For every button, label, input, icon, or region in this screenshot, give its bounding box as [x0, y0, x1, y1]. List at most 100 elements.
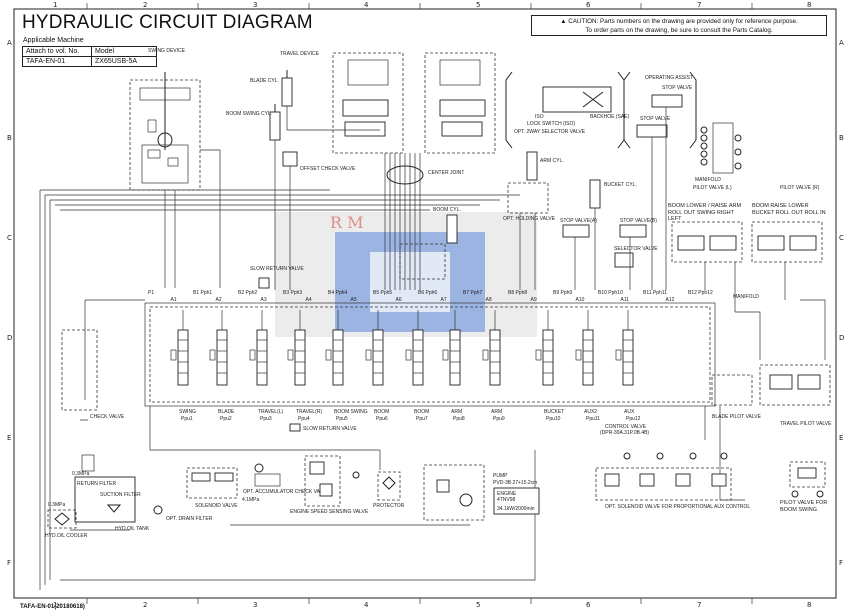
grid-row-label: A: [839, 39, 844, 47]
grid-row-label: F: [7, 559, 11, 567]
spool-label: BUCKET: [544, 409, 564, 415]
spool-body: [294, 329, 306, 386]
spool-body: [412, 329, 424, 386]
page-title: HYDRAULIC CIRCUIT DIAGRAM: [22, 12, 313, 33]
spool-label: ARM: [491, 409, 502, 415]
port-label: A5: [351, 297, 357, 303]
port-label: A10: [576, 297, 585, 303]
control-valve-bank: SWINGPpu1BLADEPpu2TRAVEL(L)Ppu3TRAVEL(R)…: [61, 290, 716, 436]
proportional-aux-solenoid-valve: OPT. SOLENOID VALVE FOR PROPORTIONAL AUX…: [595, 452, 750, 510]
spool-label: ARM: [451, 409, 462, 415]
svg-text:R M: R M: [330, 213, 364, 232]
return-filter-label: RETURN FILTER: [77, 481, 116, 487]
swing-device-label: SWING DEVICE: [148, 48, 186, 54]
selector-valve-label: SELECTOR VALVE: [614, 246, 658, 252]
stop-valve-label: STOP VALVE: [662, 85, 693, 91]
spool-port-label: Ppu11: [586, 416, 600, 422]
spool-body: [582, 329, 594, 386]
slow-return-valve-label-2: SLOW RETURN VALVE: [303, 426, 357, 432]
grid-column-label: 6: [586, 601, 591, 609]
grid-row-label: F: [839, 559, 843, 567]
port-label: A1: [171, 297, 177, 303]
spool-group: SWINGPpu1BLADEPpu2TRAVEL(L)Ppu3TRAVEL(R)…: [170, 310, 641, 422]
slow-return-valve: [258, 277, 270, 289]
engine-model: 4TNV98: [497, 497, 516, 503]
spool-body: [372, 329, 384, 386]
port-label: B10 Pph10: [598, 290, 623, 296]
pressure-0-3-label: 0.3MPa: [72, 471, 89, 477]
opt-solenoid-aux-label: OPT. SOLENOID VALVE FOR PROPORTIONAL AUX…: [605, 504, 750, 510]
suction-filter-label: SUCTION FILTER: [100, 492, 141, 498]
grid-row-label: B: [7, 134, 12, 142]
caution-line-1: CAUTION: Parts numbers on the drawing ar…: [568, 18, 798, 25]
stop-valve-label-2: STOP VALVE: [640, 116, 671, 122]
port-label: B6 Pph6: [418, 290, 437, 296]
hydraulic-oil-cooler: 0.3MPa HYD.OIL COOLER: [45, 502, 88, 539]
spool-port-label: Ppu1: [181, 416, 193, 422]
engine: ENGINE 4TNV98 34.1kW/2000min: [493, 487, 540, 515]
hyd-oil-tank-label: HYD.OIL TANK: [115, 526, 150, 532]
port-label: B3 Pph3: [283, 290, 302, 296]
applicable-machine-label: Applicable Machine: [23, 37, 84, 44]
warning-triangle-icon: ▲: [560, 18, 567, 25]
engine-spec: 34.1kW/2000min: [497, 506, 535, 512]
pump-spec: PVD-3B 27+15.2cm: [493, 480, 537, 486]
port-label: A8: [486, 297, 492, 303]
boom-swing-cylinder: BOOM SWING CYL.: [226, 104, 281, 141]
port-label: B4 Pph4: [328, 290, 347, 296]
port-label: A6: [396, 297, 402, 303]
drain-filter-label: OPT. DRAIN FILTER: [166, 516, 213, 522]
two-way-selector-label: OPT. 2WAY SELECTOR VALVE: [514, 129, 586, 135]
port-label: B8 Pph8: [508, 290, 527, 296]
spool-label: SWING: [179, 409, 196, 415]
grid-column-label: 1: [53, 601, 57, 609]
grid-column-label: 3: [253, 1, 257, 9]
port-label: A4: [306, 297, 312, 303]
pilot-valve-r-functions: BOOM RAISE LOWER BUCKET ROLL OUT ROLL IN: [752, 203, 826, 216]
spool-body: [622, 329, 634, 386]
spool-port-label: Ppu5: [336, 416, 348, 422]
blade-pilot-valve-label: BLADE PILOT VALVE: [712, 414, 762, 420]
arm-cylinder: ARM CYL. OPT. HOLDING VALVE: [503, 151, 564, 222]
spool-label: AUX: [624, 409, 635, 415]
spool-port-label: Ppu3: [260, 416, 272, 422]
spool-body: [256, 329, 268, 386]
pilot-valve-r-label: PILOT VALVE (R): [780, 185, 820, 191]
offset-check-valve-label: OFFSET CHECK VALVE: [300, 166, 356, 172]
grid-column-label: 5: [476, 601, 480, 609]
protector-label: PROTECTOR: [373, 503, 405, 509]
slow-return-valve-label: SLOW RETURN VALVE: [250, 266, 304, 272]
bucket-cyl-label: BUCKET CYL.: [604, 182, 637, 188]
spool-body: [542, 329, 554, 386]
pump-label: PUMP: [493, 473, 508, 479]
bucket-cylinder: BUCKET CYL. STOP VALVE(A) STOP VALVE(B) …: [560, 179, 658, 268]
hydraulic-oil-tank: 0.3MPa RETURN FILTER SUCTION FILTER HYD.…: [72, 454, 213, 532]
port-label: B7 Pph7: [463, 290, 482, 296]
grid-row-label: B: [839, 134, 844, 142]
boom-cyl-label: BOOM CYL.: [433, 207, 461, 213]
operating-assist: OPERATING ASSIST STOP VALVE STOP VALVE: [623, 71, 697, 149]
port-label: A11: [621, 297, 630, 303]
spool-section: TRAVEL(R)Ppu4: [287, 310, 322, 422]
solenoid-valve: SOLENOID VALVE 4.1MPa: [186, 467, 259, 509]
travel-device-label: TRAVEL DEVICE: [280, 51, 320, 57]
port-label: A2: [216, 297, 222, 303]
center-joint: CENTER JOINT: [386, 165, 464, 185]
blade-pilot-valve: BLADE PILOT VALVE MANIFOLD: [711, 294, 762, 420]
spool-body: [489, 329, 501, 386]
spool-label: BLADE: [218, 409, 235, 415]
grid-row-label: C: [839, 234, 844, 242]
grid-row-label: E: [839, 434, 843, 442]
blade-cylinder: BLADE CYL.: [250, 70, 293, 107]
spool-port-label: Ppu8: [453, 416, 465, 422]
check-valve-label: CHECK VALVE: [90, 414, 125, 420]
spool-port-label: Ppu12: [626, 416, 641, 422]
engine-speed-sensing-label: ENGINE SPEED SENSING VALVE: [290, 509, 369, 515]
spool-port-label: Ppu4: [298, 416, 310, 422]
grid-column-label: 7: [697, 601, 701, 609]
model-table: Attach to vol. No. Model TAFA-EN-01 ZX65…: [22, 46, 157, 67]
